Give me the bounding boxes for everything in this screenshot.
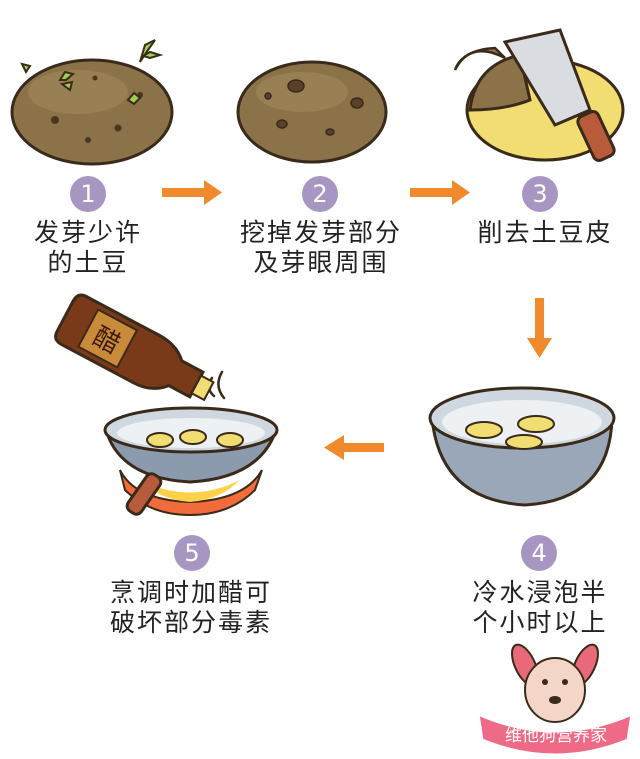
step-1-line-1: 发芽少许	[33, 218, 142, 247]
step-3-line-1: 削去土豆皮	[477, 218, 613, 247]
step-4-caption: 冷水浸泡半 个小时以上	[462, 578, 618, 638]
step-5-line-2: 破坏部分毒素	[109, 608, 272, 637]
step-3-caption: 削去土豆皮	[470, 218, 620, 248]
step-2-line-1: 挖掉发芽部分	[239, 218, 402, 247]
step-2-line-2: 及芽眼周围	[253, 248, 389, 277]
arrow-down-icon	[527, 298, 552, 358]
step-3-badge: 3	[522, 176, 558, 212]
step-5-line-1: 烹调时加醋可	[109, 578, 272, 607]
step-4-badge: 4	[521, 535, 557, 571]
step-4-line-2: 个小时以上	[472, 608, 608, 637]
watermark-banner: 维他狗营养家	[476, 711, 634, 757]
watermark-text: 维他狗营养家	[505, 726, 607, 746]
potato-slice-icon	[465, 415, 555, 450]
step-2-badge: 2	[302, 176, 338, 212]
step-1-badge: 1	[70, 176, 106, 212]
step-5-badge: 5	[174, 535, 210, 571]
dog-mascot-icon	[511, 643, 599, 723]
arrow-left-icon	[324, 435, 384, 460]
wok-handle-icon	[125, 472, 163, 516]
knife-icon	[502, 28, 616, 162]
sprout-icon	[20, 39, 164, 106]
potato-eye-icon	[264, 79, 364, 136]
step-1-line-2: 的土豆	[47, 248, 129, 277]
step-1-caption: 发芽少许 的土豆	[22, 218, 154, 278]
step-5-caption: 烹调时加醋可 破坏部分毒素	[96, 578, 286, 638]
arrow-right-icon-2	[410, 180, 470, 205]
potato-1	[10, 58, 174, 166]
arrow-right-icon-1	[162, 180, 222, 205]
step-2-caption: 挖掉发芽部分 及芽眼周围	[226, 218, 416, 278]
flame-icon	[119, 469, 263, 517]
step-4-line-1: 冷水浸泡半	[472, 578, 608, 607]
potato-slice-icon	[146, 429, 244, 448]
vinegar-bottle-icon: 醋	[54, 293, 215, 402]
